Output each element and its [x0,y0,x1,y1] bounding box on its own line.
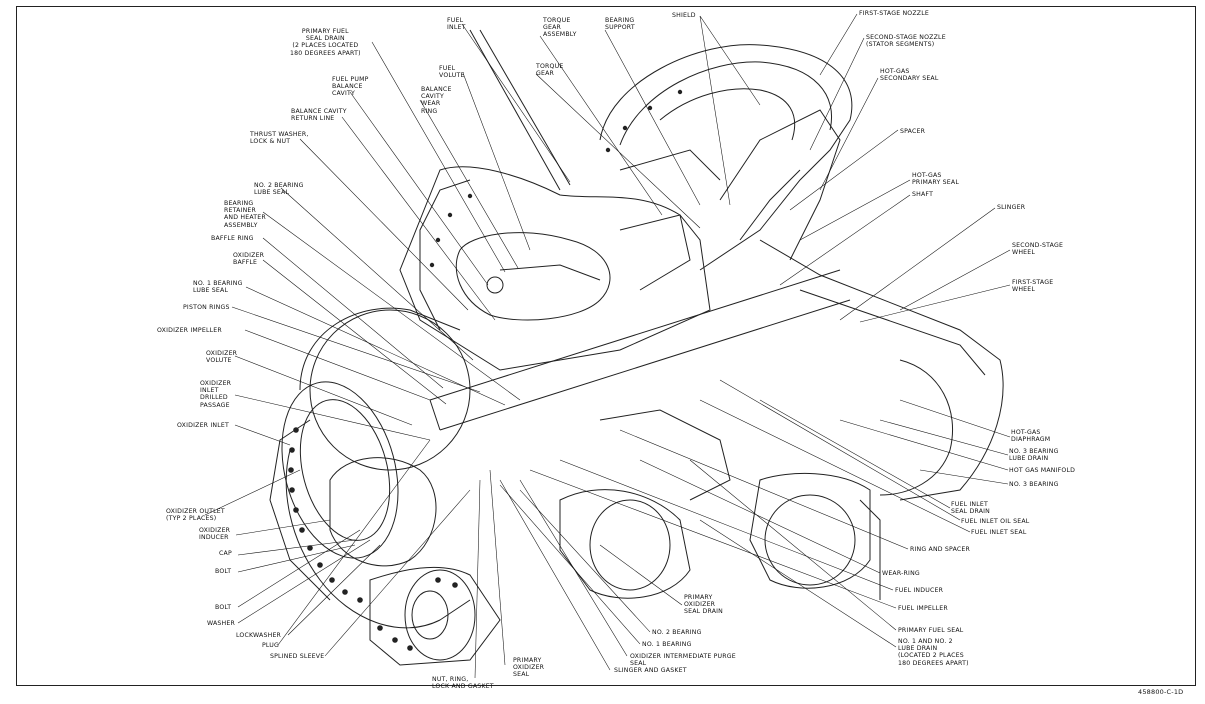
label-no3-bearing-lube-drain: NO. 3 BEARING LUBE DRAIN [1009,448,1059,463]
label-balance-cavity-return-line: BALANCE CAVITY RETURN LINE [291,108,347,123]
label-no1-bearing-lube-seal: NO. 1 BEARING LUBE SEAL [193,280,243,295]
label-hot-gas-diaphragm: HOT-GAS DIAPHRAGM [1011,429,1051,444]
label-primary-oxidizer-seal: PRIMARY OXIDIZER SEAL [513,657,545,679]
label-hot-gas-primary-seal: HOT-GAS PRIMARY SEAL [912,172,959,187]
fuel-pump-housing [399,166,711,371]
label-first-stage-nozzle: FIRST-STAGE NOZZLE [859,10,930,17]
label-fuel-inlet-seal: FUEL INLET SEAL [971,529,1027,536]
label-no1-bearing: NO. 1 BEARING [642,641,692,648]
label-torque-gear: TORQUE GEAR [536,63,564,78]
label-oxidizer-inlet: OXIDIZER INLET [177,422,229,429]
label-bolt-upper: BOLT [215,568,232,575]
label-no1-no2-lube-drain: NO. 1 AND NO. 2 LUBE DRAIN (LOCATED 2 PL… [898,638,969,667]
flange-bolts [288,89,683,651]
label-bolt-lower: BOLT [215,604,232,611]
label-fuel-volute: FUEL VOLUTE [439,65,465,80]
label-oxidizer-impeller: OXIDIZER IMPELLER [157,327,222,334]
label-baffle-ring: BAFFLE RING [211,235,254,242]
label-torque-gear-assembly: TORQUE GEAR ASSEMBLY [543,17,577,39]
label-hot-gas-manifold: HOT GAS MANIFOLD [1009,467,1076,474]
label-splined-sleeve: SPLINED SLEEVE [270,653,325,660]
label-second-stage-wheel: SECOND-STAGE WHEEL [1012,242,1064,257]
oxidizer-outlet [369,566,501,666]
label-primary-fuel-seal: PRIMARY FUEL SEAL [898,627,964,634]
fuel-outlet [559,409,731,599]
label-no2-bearing-lube-seal: NO. 2 BEARING LUBE SEAL [254,182,304,197]
label-plug: PLUG [262,642,279,649]
label-oxidizer-baffle: OXIDIZER BAFFLE [233,252,265,267]
label-fuel-pump-balance-cavity: FUEL PUMP BALANCE CAVITY [332,76,369,98]
label-shaft: SHAFT [912,191,934,198]
label-bearing-retainer: BEARING RETAINER AND HEATER ASSEMBLY [224,200,266,229]
main-shaft [429,269,851,431]
label-lockwasher: LOCKWASHER [236,632,282,639]
label-washer: WASHER [207,620,236,627]
label-oxidizer-inducer: OXIDIZER INDUCER [199,527,231,542]
label-fuel-inlet: FUEL INLET [447,17,466,32]
oxidizer-inlet-flange [281,381,399,559]
label-oxidizer-intermediate-purge-seal: OXIDIZER INTERMEDIATE PURGE SEAL [630,653,736,668]
label-oxidizer-inlet-drilled-passage: OXIDIZER INLET DRILLED PASSAGE [200,380,232,409]
label-thrust-washer: THRUST WASHER, LOCK & NUT [250,131,309,146]
oxidizer-pump-housing [269,307,471,629]
label-fuel-inlet-oil-seal: FUEL INLET OIL SEAL [961,518,1030,525]
label-bearing-support: BEARING SUPPORT [605,17,635,32]
label-second-stage-nozzle: SECOND-STAGE NOZZLE (STATOR SEGMENTS) [866,34,946,49]
label-slinger: SLINGER [997,204,1026,211]
label-slinger-and-gasket: SLINGER AND GASKET [614,667,687,674]
fuel-inlet-duct [469,29,721,191]
label-oxidizer-outlet: OXIDIZER OUTLET (TYP 2 PLACES) [166,508,225,523]
label-wear-ring: WEAR-RING [882,570,920,577]
turbine-shroud [599,44,853,271]
label-fuel-impeller: FUEL IMPELLER [898,605,948,612]
label-no2-bearing: NO. 2 BEARING [652,629,702,636]
label-shield: SHIELD [672,12,696,19]
label-no3-bearing: NO. 3 BEARING [1009,481,1059,488]
leader-lines [204,13,1011,679]
label-hot-gas-secondary-seal: HOT-GAS SECONDARY SEAL [880,68,939,83]
label-spacer: SPACER [900,128,926,135]
diagram-frame [16,6,1196,686]
label-fuel-inducer: FUEL INDUCER [895,587,944,594]
label-piston-rings: PISTON RINGS [183,304,230,311]
label-primary-oxidizer-seal-drain: PRIMARY OXIDIZER SEAL DRAIN [684,594,723,616]
label-balance-cavity-wear-ring: BALANCE CAVITY WEAR RING [421,86,452,115]
label-nut-ring-lock-gasket: NUT, RING, LOCK AND GASKET [432,676,494,691]
label-cap: CAP [219,550,232,557]
figure-number: 458800-C-1D [1138,688,1184,696]
label-primary-fuel-seal-drain: PRIMARY FUEL SEAL DRAIN (2 PLACES LOCATE… [290,28,361,57]
label-ring-and-spacer: RING AND SPACER [910,546,971,553]
label-fuel-inlet-seal-drain: FUEL INLET SEAL DRAIN [951,501,990,516]
label-oxidizer-volute: OXIDIZER VOLUTE [206,350,238,365]
label-first-stage-wheel: FIRST-STAGE WHEEL [1012,279,1054,294]
